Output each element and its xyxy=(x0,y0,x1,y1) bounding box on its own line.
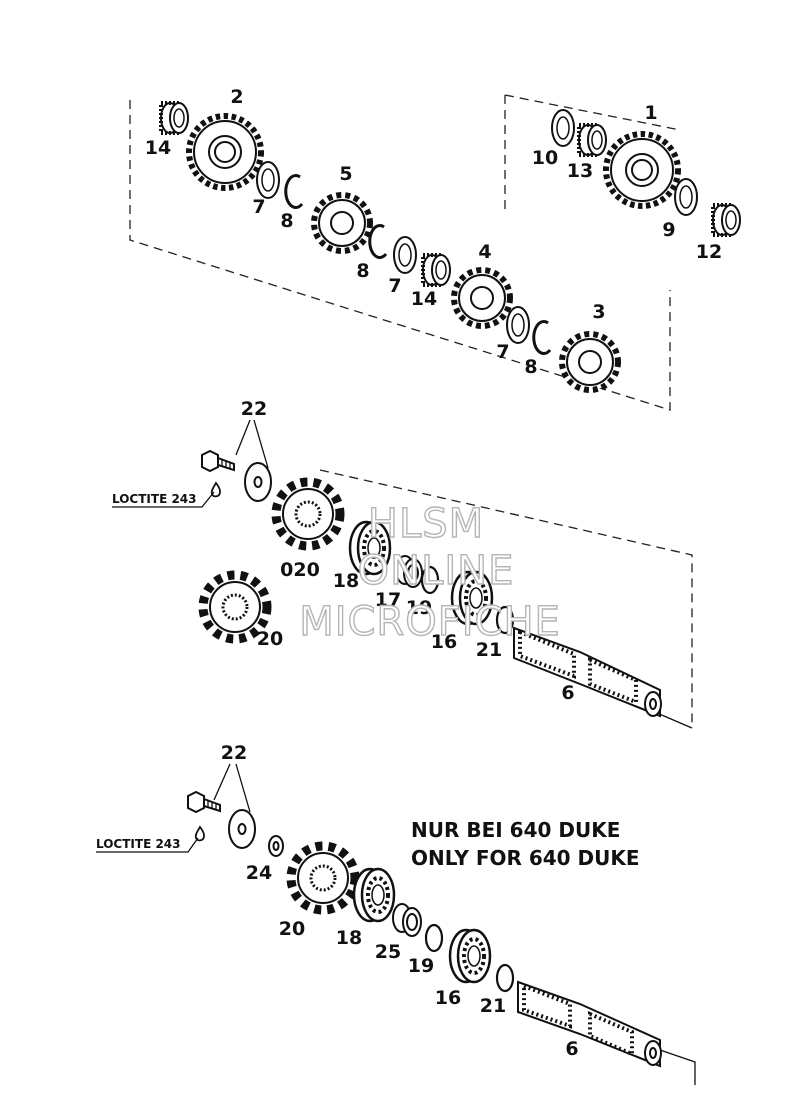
part-number-7: 7 xyxy=(496,341,509,363)
part-number-1: 1 xyxy=(644,102,657,124)
part-number-19: 19 xyxy=(408,955,434,977)
part-number-8: 8 xyxy=(280,210,293,232)
gear-4 xyxy=(454,270,510,326)
circlip-8c xyxy=(532,319,552,355)
part-number-22: 22 xyxy=(221,742,247,764)
part-number-18: 18 xyxy=(336,927,362,949)
watermark-line-1: HLSM xyxy=(368,501,484,547)
needle-bearing-12 xyxy=(711,203,742,237)
washer-22 xyxy=(244,462,272,502)
duke-axis-line xyxy=(659,1049,696,1085)
part-number-020: 020 xyxy=(280,559,320,581)
shim-21 xyxy=(495,605,515,635)
part-number-7: 7 xyxy=(388,275,401,297)
gear-5 xyxy=(314,195,370,251)
part-number-2: 2 xyxy=(230,86,243,108)
spacer-24-hole xyxy=(272,841,280,851)
watermark-line-2: ONLINE xyxy=(358,548,515,594)
leader-22-washer xyxy=(253,419,269,469)
part-number-12: 12 xyxy=(696,241,722,263)
o-ring-19 xyxy=(424,923,444,953)
part-number-10: 10 xyxy=(532,147,558,169)
part-number-16: 16 xyxy=(435,987,461,1009)
leader-22-bolt xyxy=(235,419,251,456)
circlip-8b xyxy=(368,223,388,259)
gear-1 xyxy=(606,134,678,206)
part-number-3: 3 xyxy=(592,301,605,323)
sprocket-20 xyxy=(291,846,355,910)
part-number-21: 21 xyxy=(480,995,506,1017)
part-number-8: 8 xyxy=(356,260,369,282)
thrust-washer-7b xyxy=(393,236,417,274)
sprocket-020 xyxy=(276,482,340,546)
needle-bearing-14a xyxy=(159,101,190,135)
part-number-22: 22 xyxy=(241,398,267,420)
thrust-washer-7c xyxy=(506,306,530,344)
bushing-25 xyxy=(392,903,422,937)
output-shaft-6 xyxy=(513,626,662,718)
part-number-7: 7 xyxy=(252,196,265,218)
part-number-6: 6 xyxy=(561,682,574,704)
part-number-4: 4 xyxy=(478,241,491,263)
bolt xyxy=(187,791,221,813)
output-axis-line xyxy=(319,469,693,728)
note-german: NUR BEI 640 DUKE xyxy=(411,818,620,842)
part-number-5: 5 xyxy=(339,163,352,185)
part-number-14: 14 xyxy=(411,288,437,310)
loctite-label: LOCTITE 243 xyxy=(96,837,181,851)
thrust-washer-10 xyxy=(551,109,575,147)
part-number-6: 6 xyxy=(565,1038,578,1060)
leader-loctite xyxy=(96,837,199,853)
bushing-17 xyxy=(395,555,423,588)
watermark-line-3: MICROFICHE xyxy=(299,599,561,645)
circlip-8a xyxy=(284,173,304,209)
part-number-14: 14 xyxy=(145,137,171,159)
note-english: ONLY FOR 640 DUKE xyxy=(411,846,640,870)
loctite-drop-icon xyxy=(210,482,221,498)
needle-bearing-13 xyxy=(577,123,608,157)
shaft-seal-18 xyxy=(352,867,396,923)
washer-22 xyxy=(228,809,256,849)
ball-bearing-16 xyxy=(448,928,492,984)
watermark: HLSM ONLINE MICROFICHE xyxy=(298,500,561,645)
part-number-13: 13 xyxy=(567,160,593,182)
gear-2 xyxy=(189,116,261,188)
part-number-19: 19 xyxy=(406,597,432,619)
leader-loctite xyxy=(112,491,215,508)
part-number-24: 24 xyxy=(246,862,272,884)
leader-22-washer xyxy=(235,763,251,813)
gear-1-frame xyxy=(504,94,681,215)
part-number-8: 8 xyxy=(524,356,537,378)
gear-group-frame xyxy=(129,100,671,411)
part-number-21: 21 xyxy=(476,639,502,661)
countershaft-group: 2 14 7 8 5 8 7 14 4 7 8 3 1 10 13 9 12 xyxy=(129,86,742,411)
duke-variant-group: 22 LOCTITE 243 24 20 18 25 19 16 21 6 NU… xyxy=(96,742,696,1085)
bolt xyxy=(201,450,235,472)
part-number-16: 16 xyxy=(431,631,457,653)
part-number-9: 9 xyxy=(662,219,675,241)
o-ring-19 xyxy=(420,565,440,595)
part-number-18: 18 xyxy=(333,570,359,592)
shim-21 xyxy=(495,963,515,993)
part-number-17: 17 xyxy=(375,589,401,611)
needle-bearing-14b xyxy=(421,253,452,287)
thrust-washer-9 xyxy=(674,178,698,216)
thrust-washer-7a xyxy=(256,161,280,199)
loctite-label: LOCTITE 243 xyxy=(112,492,197,506)
part-number-20: 20 xyxy=(279,918,305,940)
output-shaft-group: 22 LOCTITE 243 020 18 17 19 20 16 21 6 xyxy=(112,398,693,729)
leader-22-bolt xyxy=(213,763,231,801)
gear-3 xyxy=(562,334,618,390)
part-number-25: 25 xyxy=(375,941,401,963)
output-shaft-6 xyxy=(517,980,662,1068)
part-number-20: 20 xyxy=(257,628,283,650)
